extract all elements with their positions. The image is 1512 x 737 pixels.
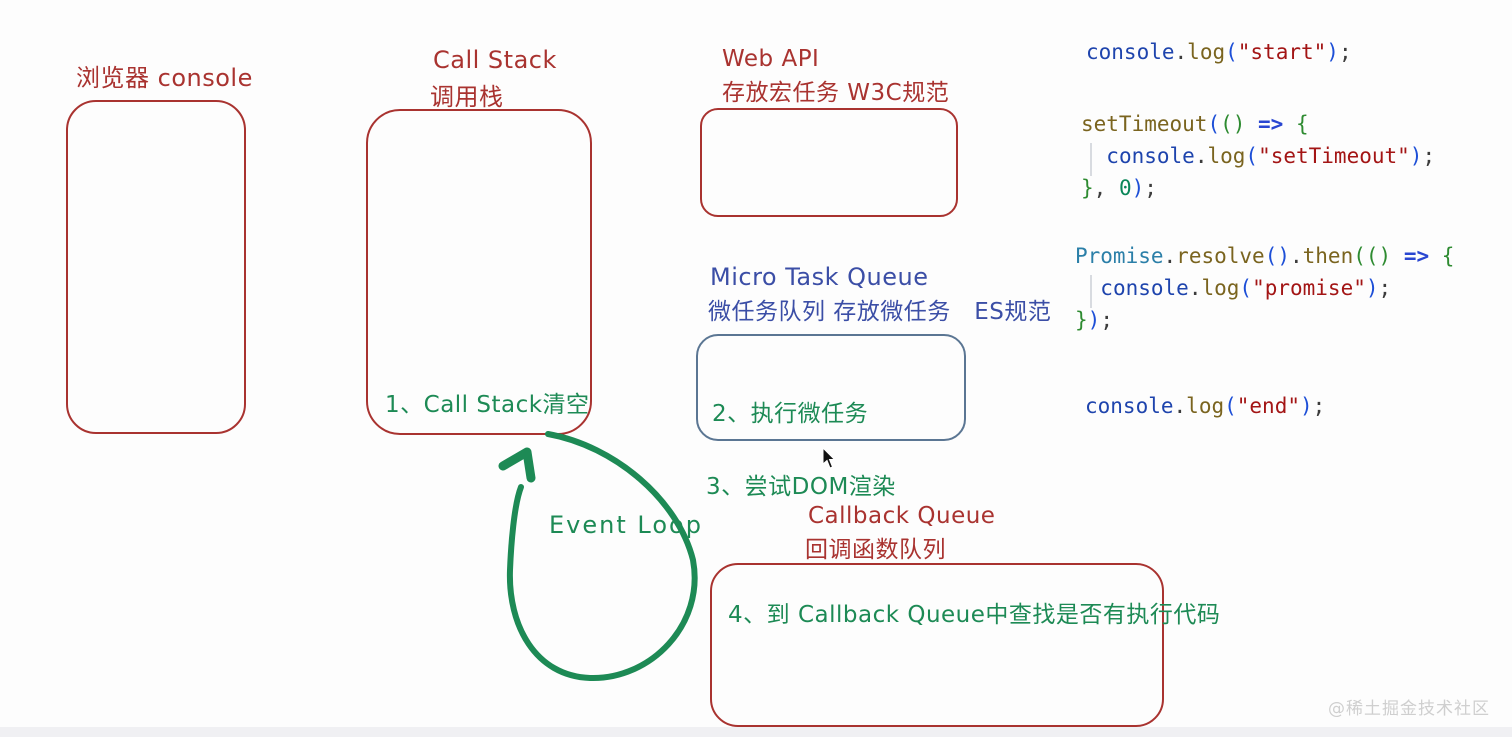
call-stack-label-zh: 调用栈	[430, 83, 504, 111]
indent-guide	[1090, 143, 1092, 176]
micro-task-queue-box	[696, 334, 966, 441]
code-line: console.log("end");	[1085, 394, 1326, 418]
event-loop-arrow	[498, 431, 698, 682]
web-api-box	[700, 108, 958, 217]
micro-task-queue-label-zh: 微任务队列 存放微任务 ES规范	[708, 299, 1052, 325]
web-api-label-zh: 存放宏任务 W3C规范	[722, 80, 950, 106]
watermark: @稀土掘金技术社区	[1328, 699, 1490, 719]
code-line: });	[1075, 308, 1113, 332]
code-line: Promise.resolve().then(() => {	[1075, 244, 1455, 268]
step-2-run-microtasks: 2、执行微任务	[712, 401, 869, 427]
event-loop-label: Event Loop	[549, 511, 703, 539]
mouse-cursor	[822, 448, 836, 469]
code-line: console.log("promise");	[1100, 276, 1392, 300]
step-3-try-dom-render: 3、尝试DOM渲染	[706, 474, 896, 500]
code-line: console.log("setTimeout");	[1106, 144, 1436, 168]
step-1-call-stack-clear: 1、Call Stack清空	[385, 392, 590, 418]
step-4-check-callback-queue: 4、到 Callback Queue中查找是否有执行代码	[728, 602, 1221, 628]
micro-task-queue-label-en: Micro Task Queue	[710, 263, 929, 291]
code-line: console.log("start");	[1086, 40, 1352, 64]
browser-console-box	[66, 100, 246, 434]
web-api-label-en: Web API	[722, 46, 820, 72]
code-line: }, 0);	[1081, 176, 1157, 200]
indent-guide	[1090, 275, 1092, 308]
browser-console-label: 浏览器 console	[76, 64, 253, 92]
callback-queue-label-en: Callback Queue	[808, 503, 996, 529]
callback-queue-label-zh: 回调函数队列	[805, 537, 946, 563]
bottom-strip	[0, 727, 1512, 737]
code-line: setTimeout(() => {	[1081, 112, 1309, 136]
callback-queue-box	[710, 563, 1164, 727]
call-stack-label-en: Call Stack	[433, 46, 557, 74]
call-stack-box	[366, 109, 592, 435]
